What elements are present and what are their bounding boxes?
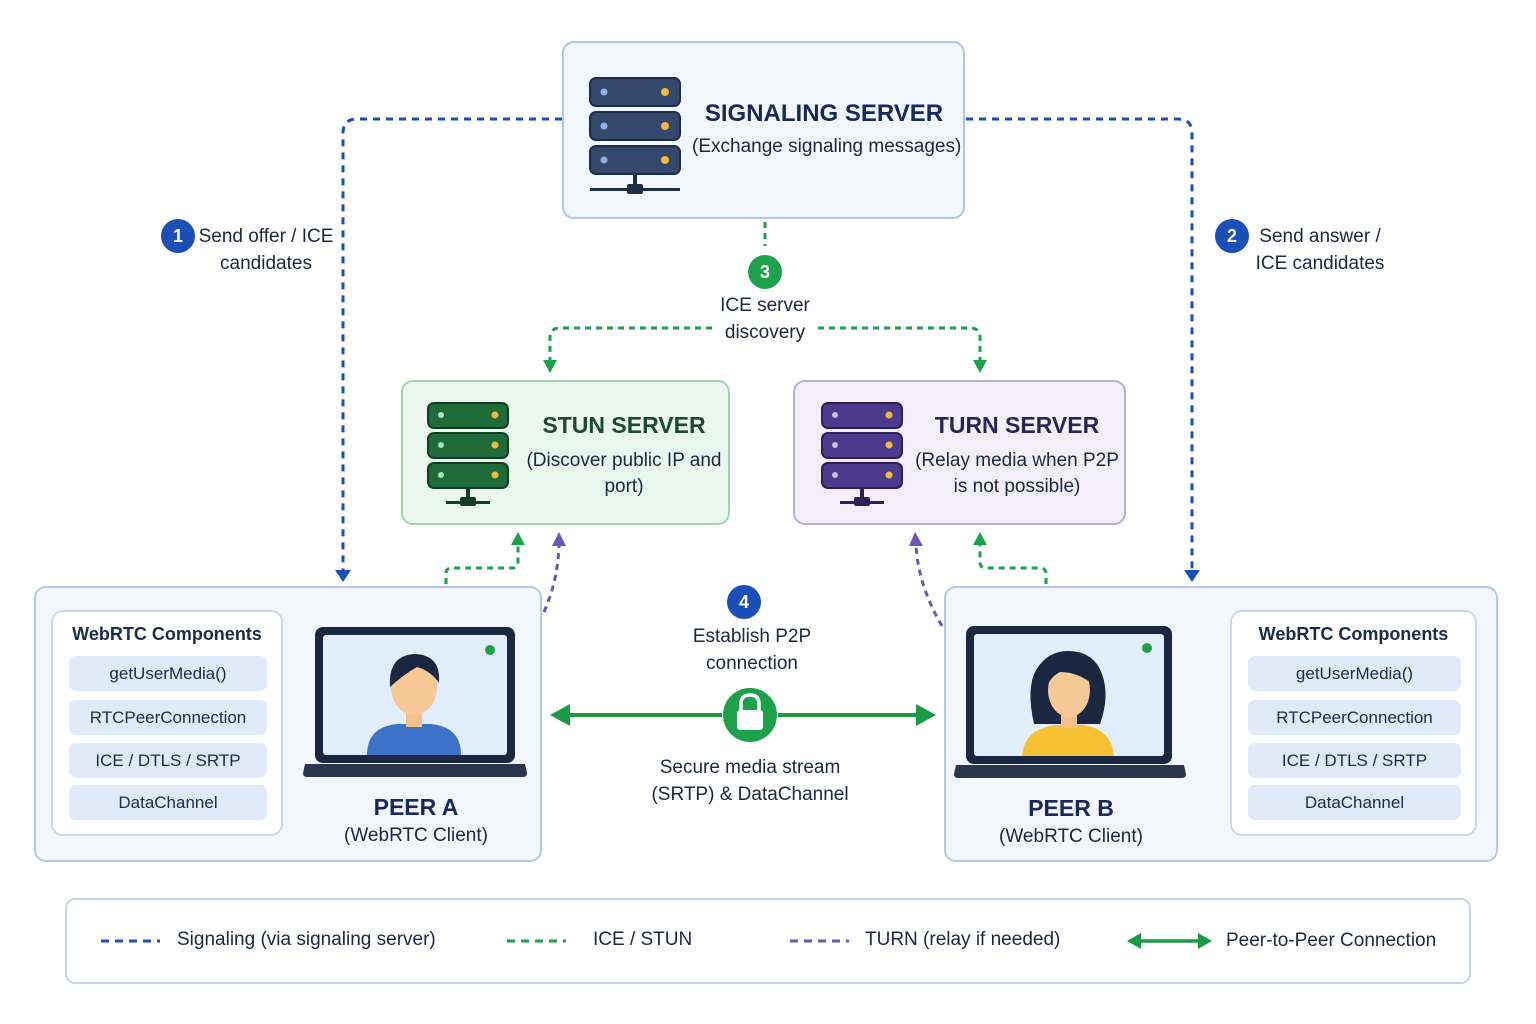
step-badge-4: 4 [727,585,761,619]
peer-b-name: PEER B [1028,795,1114,821]
laptop-icon [954,626,1186,778]
server-icon [821,402,903,506]
stun-server-title: STUN SERVER [542,412,706,438]
components-title: WebRTC Components [72,624,262,644]
signaling-server-title: SIGNALING SERVER [704,100,944,127]
step-label-3: ICE server discovery [720,295,810,343]
step-badge-2: 2 [1215,219,1249,253]
turn-arrowhead-peer-b [909,532,923,546]
laptop-icon [303,627,527,777]
turn-server-title: TURN SERVER [934,412,1100,438]
signaling-server-subtitle: (Exchange signaling messages) [692,136,962,157]
ice-line-peer-b-turn [978,543,1048,584]
turn-arrowhead-peer-a [552,532,566,546]
step-label-4: Establish P2P connection [692,626,812,674]
legend-p2p-label: Peer-to-Peer Connection [1226,930,1437,951]
component-item: DataChannel [69,785,267,820]
legend-box [65,898,1471,984]
component-item: DataChannel [1248,785,1461,820]
step-label-2: Send answer / ICE candidates [1255,226,1385,274]
user-avatar-icon [1022,650,1114,756]
component-item: ICE / DTLS / SRTP [69,743,267,778]
ice-line-peer-a-stun [444,543,520,584]
p2p-arrowhead-left [550,704,570,726]
ice-arrowhead-peer-b [973,532,987,545]
ice-arrowhead-left [543,360,557,373]
turn-server-subtitle: (Relay media when P2P is not possible) [915,450,1119,497]
peer-b-components-panel: WebRTC Components getUserMedia() RTCPeer… [1230,610,1477,836]
signaling-line-peer-a [341,117,562,572]
media-stream-label: Secure media stream (SRTP) & DataChannel [651,757,849,805]
signaling-arrowhead-b [1184,570,1200,582]
lock-icon [723,688,777,742]
component-item: ICE / DTLS / SRTP [1248,743,1461,778]
ice-arrowhead-right [973,360,987,373]
server-icon [427,402,509,506]
ice-arrowhead-peer-a [511,532,525,545]
legend-ice-label: ICE / STUN [593,929,693,950]
signaling-arrowhead-a [335,570,351,582]
components-title: WebRTC Components [1258,624,1449,644]
peer-b-subtitle: (WebRTC Client) [999,826,1143,847]
legend-signaling-label: Signaling (via signaling server) [177,929,436,950]
component-item: getUserMedia() [1248,656,1461,691]
component-item: getUserMedia() [69,656,267,691]
step-badge-3: 3 [748,255,782,289]
signaling-line-peer-b [966,117,1194,572]
legend-p2p-swatch [1127,933,1212,949]
peer-a-subtitle: (WebRTC Client) [344,825,488,846]
ice-line-right [818,326,982,364]
component-item: RTCPeerConnection [69,700,267,735]
step-badge-1: 1 [161,219,195,253]
turn-line-peer-b [914,544,944,627]
ice-line-left [548,326,712,364]
legend-turn-label: TURN (relay if needed) [865,929,1061,950]
server-icon [589,77,681,194]
p2p-arrowhead-right [916,704,936,726]
turn-line-peer-a [542,544,561,613]
user-avatar-icon [367,654,461,755]
peer-a-components-panel: WebRTC Components getUserMedia() RTCPeer… [51,610,283,836]
stun-server-subtitle: (Discover public IP and port) [526,450,722,497]
component-item: RTCPeerConnection [1248,700,1461,735]
step-label-1: Send offer / ICE candidates [198,226,334,274]
peer-a-name: PEER A [373,794,459,820]
